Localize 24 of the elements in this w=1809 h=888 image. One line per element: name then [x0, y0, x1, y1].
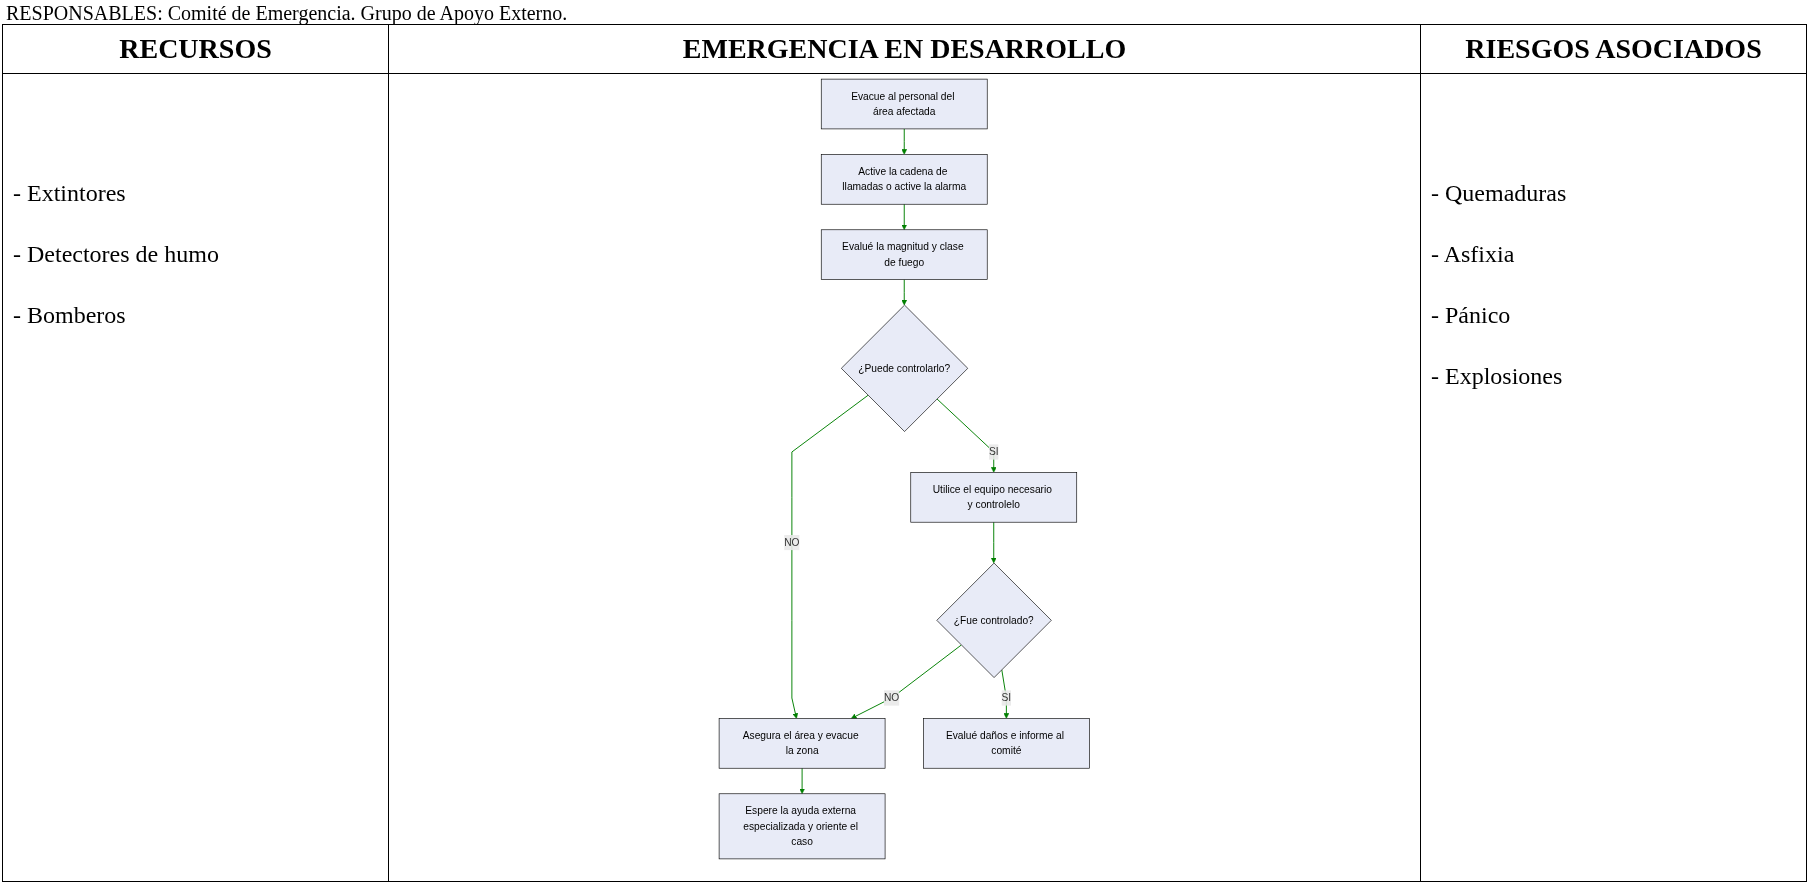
node-box: Espere la ayuda externa especializada y oriente el caso [719, 793, 886, 860]
column-header: EMERGENCIA EN DESARROLLO [388, 24, 1421, 74]
resource-item: - Extintores [13, 180, 126, 207]
node-diamond: ¿Fue controlado? [936, 562, 1052, 678]
node-diamond: ¿Puede controlarlo? [841, 304, 969, 432]
resource-item: - Bomberos [13, 302, 126, 329]
node-box: Utilice el equipo necesario y controlelo [910, 472, 1078, 523]
node-box: Evalué daños e informe al comité [923, 718, 1090, 769]
node-box: Evalué la magnitud y clase de fuego [821, 229, 988, 280]
edge-label: SI [989, 446, 999, 458]
node-box: Active la cadena de llamadas o active la alarma [821, 154, 988, 205]
risk-item: - Explosiones [1431, 363, 1563, 390]
resource-item: - Detectores de humo [13, 241, 219, 268]
node-box: Evacue al personal del área afectada [821, 78, 988, 130]
node-box: Asegura el área y evacue la zona [719, 718, 886, 769]
risk-item: - Asfixia [1431, 241, 1515, 268]
risk-item: - Pánico [1431, 302, 1511, 329]
column-header: RECURSOS [2, 24, 389, 74]
responsibles-note: RESPONSABLES: Comité de Emergencia. Grupo de Apoyo Externo. [5, 1, 569, 24]
edge-label: SI [1001, 692, 1012, 704]
edge-label: NO [884, 692, 900, 704]
edge-label: NO [784, 536, 800, 548]
column-header: RIESGOS ASOCIADOS [1420, 24, 1807, 74]
risk-item: - Quemaduras [1431, 180, 1567, 207]
